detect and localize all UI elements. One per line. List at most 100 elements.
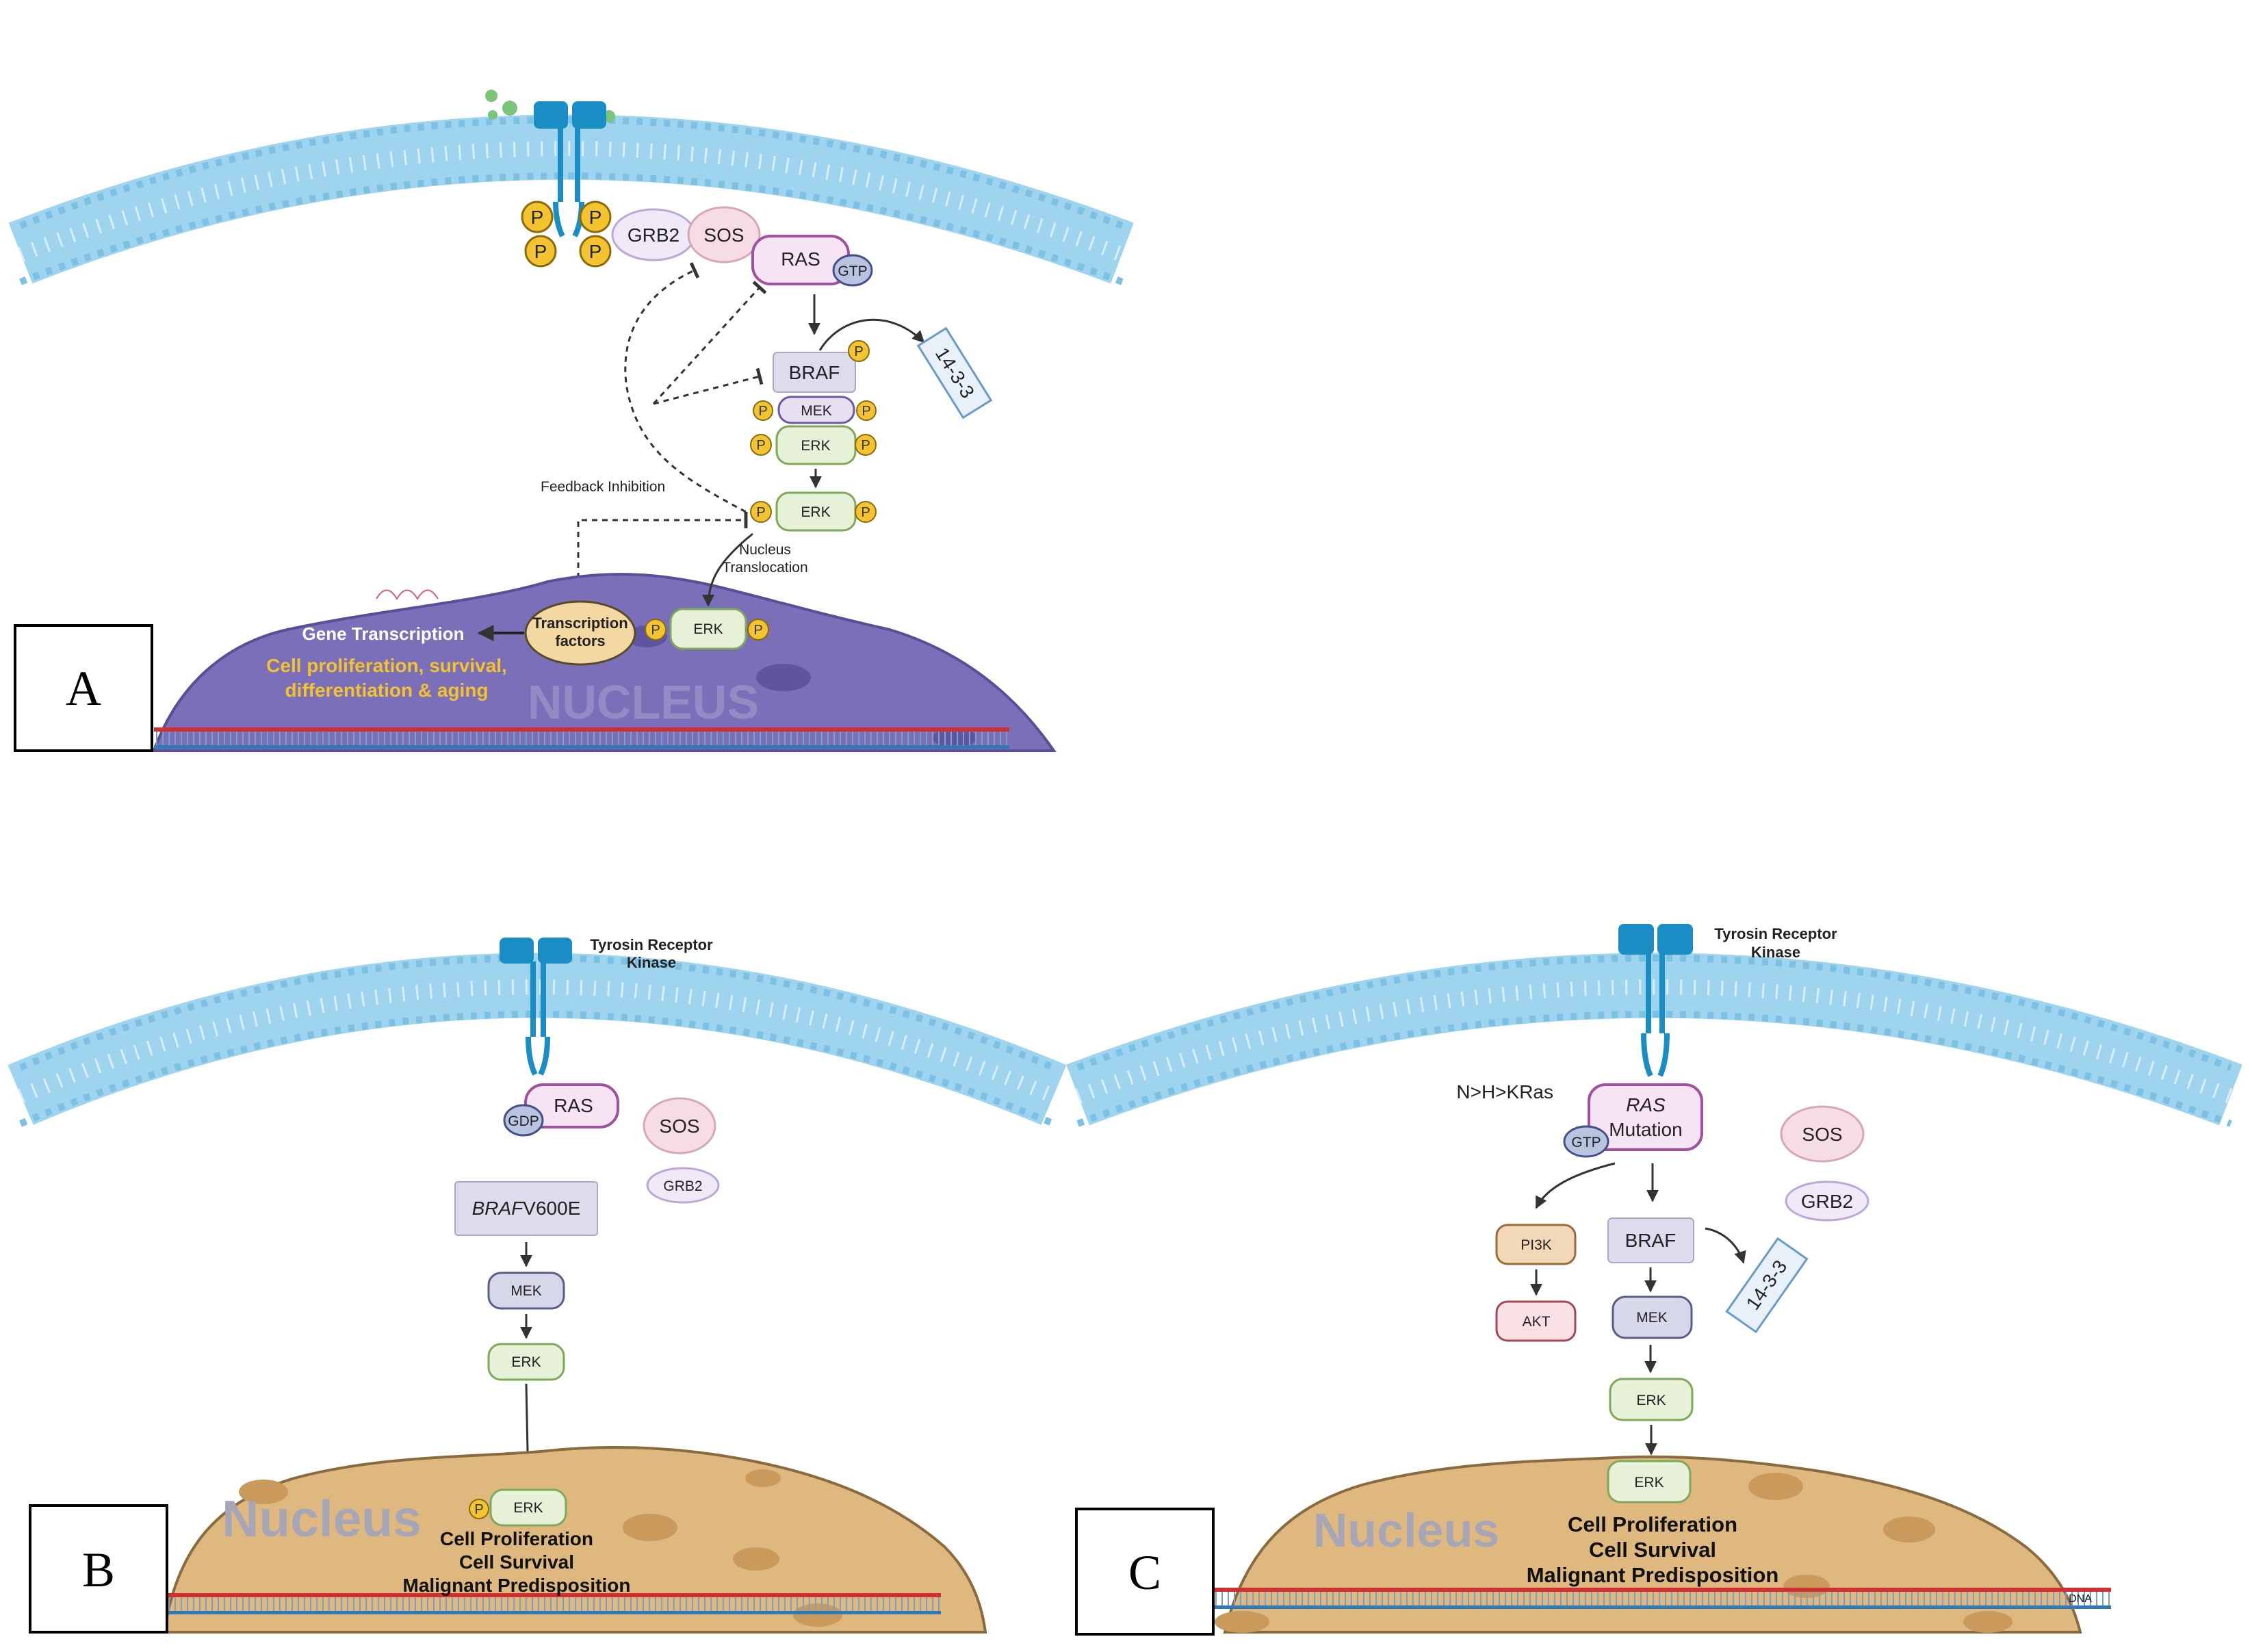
nucleus-b	[162, 1446, 987, 1634]
ras-node: RAS	[751, 235, 850, 285]
feedback-inhibition-lines	[577, 262, 767, 589]
svg-text:PI3K: PI3K	[1520, 1237, 1552, 1253]
svg-text:ERK: ERK	[1636, 1393, 1666, 1408]
receptor-label-2: Kinase	[1751, 944, 1800, 961]
outcome-a-line-1: Cell proliferation, survival,	[266, 655, 507, 676]
nucleus-label: Nucleus	[222, 1490, 422, 1547]
outcome-c-line-3: Malignant Predisposition	[1527, 1563, 1779, 1587]
nucleus-c	[1215, 1455, 2111, 1634]
svg-text:ERK: ERK	[801, 504, 830, 520]
outcome-b-line-3: Malignant Predisposition	[403, 1575, 631, 1596]
svg-text:GRB2: GRB2	[1801, 1191, 1853, 1212]
receptor-icon	[500, 938, 572, 1076]
svg-text:P: P	[861, 438, 870, 453]
svg-text:GTP: GTP	[838, 263, 867, 279]
svg-text:ERK: ERK	[693, 621, 723, 637]
svg-text:P: P	[758, 404, 767, 419]
panel-label-c: C	[1128, 1545, 1161, 1600]
dna-rungs	[154, 732, 1009, 747]
svg-text:MEK: MEK	[1636, 1310, 1668, 1326]
erk-nucleus-node: ERK	[669, 608, 747, 650]
svg-text:P: P	[756, 505, 765, 520]
svg-text:factors: factors	[555, 632, 605, 649]
nucleus-label: Nucleus	[1313, 1503, 1499, 1557]
svg-text:RAS: RAS	[781, 248, 820, 270]
arrow	[1705, 1227, 1746, 1264]
receptor-label-1: Tyrosin Receptor	[1714, 925, 1837, 942]
svg-text:P: P	[756, 438, 765, 453]
svg-text:GDP: GDP	[508, 1113, 539, 1129]
erk-node: ERK	[775, 425, 857, 465]
gdp-badge: GDP	[503, 1104, 544, 1137]
svg-text:ERK: ERK	[1634, 1475, 1664, 1490]
receptor-label-2: Kinase	[627, 954, 676, 971]
svg-text:GRB2: GRB2	[627, 224, 680, 246]
receptor-icon	[1618, 924, 1693, 1077]
svg-text:P: P	[534, 241, 547, 262]
svg-text:Transcription: Transcription	[532, 615, 627, 632]
receptor-label-1: Tyrosin Receptor	[590, 936, 713, 953]
sos-node: SOS	[687, 206, 761, 263]
svg-text:Mutation: Mutation	[1609, 1119, 1682, 1140]
svg-text:P: P	[862, 404, 870, 419]
svg-text:BRAFV600E: BRAFV600E	[472, 1198, 581, 1219]
erk-node: ERK	[487, 1343, 565, 1381]
phospho-p: P	[579, 235, 612, 268]
outcome-c-line-2: Cell Survival	[1589, 1538, 1716, 1562]
svg-text:GTP: GTP	[1571, 1135, 1601, 1150]
svg-text:P: P	[589, 207, 602, 228]
sos-node: SOS	[1780, 1105, 1865, 1163]
grb2-node: GRB2	[646, 1167, 720, 1204]
svg-text:BRAF: BRAF	[789, 362, 840, 383]
phospho-p: P	[856, 400, 877, 421]
phospho-p: P	[855, 434, 877, 456]
receptor-icon	[534, 101, 606, 237]
phospho-p: P	[750, 501, 772, 523]
cell-membrane	[1066, 953, 2242, 1127]
panel-a: P P P P GRB2 SOS RAS GTP BRAF P	[8, 90, 1134, 752]
panel-c: Tyrosin Receptor Kinase N>H>KRas RAS Mut…	[1066, 924, 2242, 1636]
translocation-label-1: Nucleus	[739, 542, 791, 558]
svg-text:RAS: RAS	[1626, 1094, 1666, 1115]
erk-node: ERK	[1609, 1378, 1694, 1421]
phospho-p: P	[750, 434, 772, 456]
arrow	[1535, 1162, 1616, 1209]
mek-node: MEK	[1612, 1295, 1693, 1339]
svg-text:SOS: SOS	[1802, 1124, 1842, 1145]
erk-node-2: ERK	[775, 491, 857, 532]
erk-nucleus-node: ERK	[489, 1488, 567, 1527]
panel-label-b: B	[82, 1543, 115, 1597]
braf-node: BRAF	[773, 352, 856, 393]
transcription-factors-node: Transcription factors	[524, 600, 636, 666]
grb2-node: GRB2	[611, 208, 696, 261]
gtp-badge: GTP	[832, 254, 873, 287]
panel-label-box-a	[14, 624, 153, 752]
braf-v600e-node: BRAFV600E	[454, 1181, 598, 1236]
arrow	[818, 318, 925, 351]
outcome-b-line-2: Cell Survival	[459, 1551, 574, 1573]
ras-mutation-node: RAS Mutation	[1588, 1083, 1703, 1151]
ras-order-label: N>H>KRas	[1456, 1081, 1553, 1102]
svg-text:AKT: AKT	[1523, 1314, 1551, 1330]
phospho-p: P	[848, 340, 870, 362]
svg-text:P: P	[753, 623, 762, 638]
erk-nucleus-node: ERK	[1607, 1460, 1692, 1503]
svg-text:BRAF: BRAF	[1625, 1230, 1677, 1251]
nucleus-label: NUCLEUS	[528, 675, 759, 729]
svg-text:ERK: ERK	[513, 1500, 543, 1516]
feedback-inhibition-label: Feedback Inhibition	[541, 479, 665, 495]
svg-text:P: P	[861, 505, 870, 520]
panel-b: Tyrosin Receptor Kinase RAS GDP SOS GRB2…	[8, 936, 1067, 1634]
panel-label-box-c	[1075, 1508, 1215, 1636]
svg-text:GRB2: GRB2	[663, 1178, 702, 1194]
phospho-p: P	[753, 400, 773, 421]
phospho-p: P	[579, 201, 612, 233]
protein-14-3-3: 14-3-3	[916, 326, 993, 420]
svg-text:RAS: RAS	[554, 1095, 593, 1116]
braf-node: BRAF	[1607, 1217, 1694, 1263]
svg-text:SOS: SOS	[703, 224, 744, 246]
svg-text:P: P	[651, 623, 660, 638]
phospho-p: P	[521, 201, 554, 233]
outcome-a-line-2: differentiation & aging	[285, 680, 488, 701]
